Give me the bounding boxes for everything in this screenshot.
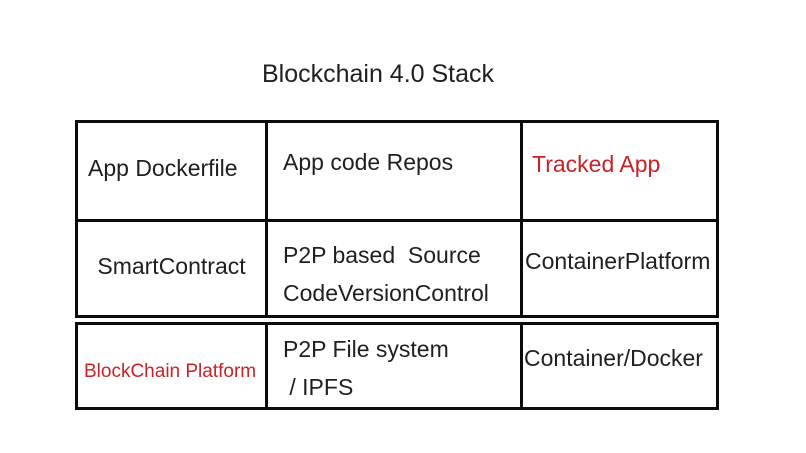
cell-p2p-source-version-control: P2P based Source CodeVersionControl — [265, 219, 523, 318]
cell-text: App Dockerfile — [88, 155, 238, 181]
cell-text: Container/Docker — [524, 345, 703, 371]
cell-text-line-1: P2P based Source — [283, 242, 481, 268]
cell-text: BlockChain Platform — [84, 361, 257, 382]
cell-text: Tracked App — [532, 151, 661, 177]
cell-blockchain-platform: BlockChain Platform — [75, 322, 268, 410]
cell-text: App code Repos — [283, 149, 454, 175]
cell-smartcontract: SmartContract — [75, 219, 268, 318]
cell-container-docker: Container/Docker — [520, 322, 719, 410]
cell-text-line-2: CodeVersionControl — [283, 280, 489, 306]
cell-container-platform: ContainerPlatform — [520, 219, 719, 318]
cell-text-line-2: / IPFS — [283, 374, 354, 400]
cell-text-line-1: P2P File system — [283, 336, 449, 362]
cell-p2p-file-system-ipfs: P2P File system / IPFS — [265, 322, 523, 410]
cell-text: ContainerPlatform — [525, 248, 711, 274]
figure-title: Blockchain 4.0 Stack — [261, 60, 495, 88]
cell-app-code-repos: App code Repos — [265, 120, 523, 222]
cell-app-dockerfile: App Dockerfile — [75, 120, 268, 222]
cell-tracked-app: Tracked App — [520, 120, 719, 222]
cell-text: SmartContract — [97, 253, 246, 279]
